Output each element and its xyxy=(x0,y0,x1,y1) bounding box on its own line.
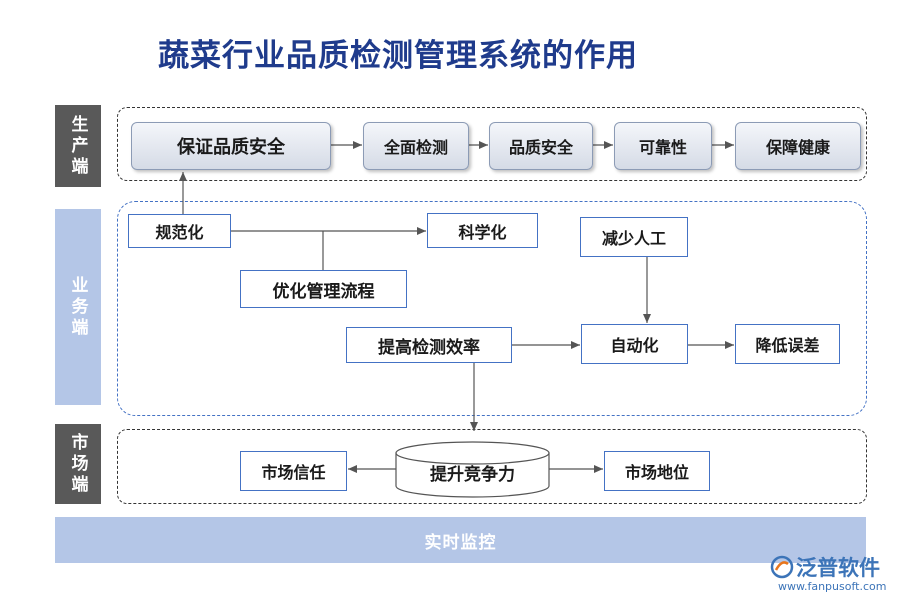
page-title: 蔬菜行业品质检测管理系统的作用 xyxy=(158,38,638,74)
standardize-box: 规范化 xyxy=(128,214,231,248)
market-zone xyxy=(117,429,867,504)
brand-logo: 泛普软件 www.fanpusoft.com xyxy=(770,552,895,597)
scientific-box: 科学化 xyxy=(427,213,538,248)
optimize-process-box: 优化管理流程 xyxy=(240,270,407,308)
flow-step-quality-safety: 品质安全 xyxy=(489,122,593,170)
reduce-error-box: 降低误差 xyxy=(735,324,840,364)
reduce-labor-box: 减少人工 xyxy=(580,217,688,257)
flow-step-quality-safety-guarantee: 保证品质安全 xyxy=(131,122,331,170)
flow-step-full-inspection: 全面检测 xyxy=(363,122,469,170)
section-label-production: 生产端 xyxy=(55,105,101,187)
flow-step-health: 保障健康 xyxy=(735,122,861,170)
market-trust-box: 市场信任 xyxy=(240,451,347,491)
flow-step-reliability: 可靠性 xyxy=(614,122,712,170)
logo-name: 泛普软件 xyxy=(796,556,880,580)
competitiveness-label: 提升竞争力 xyxy=(430,464,515,485)
automation-box: 自动化 xyxy=(581,324,688,364)
competitiveness-cylinder xyxy=(395,441,550,498)
logo-icon xyxy=(770,555,794,579)
business-zone xyxy=(117,201,867,416)
logo-url: www.fanpusoft.com xyxy=(778,580,887,593)
market-position-box: 市场地位 xyxy=(604,451,710,491)
section-label-business: 业务端 xyxy=(55,209,101,405)
realtime-monitoring-bar: 实时监控 xyxy=(55,517,866,563)
production-zone xyxy=(117,107,867,181)
section-label-market: 市场端 xyxy=(55,424,101,504)
improve-efficiency-box: 提高检测效率 xyxy=(346,327,512,363)
